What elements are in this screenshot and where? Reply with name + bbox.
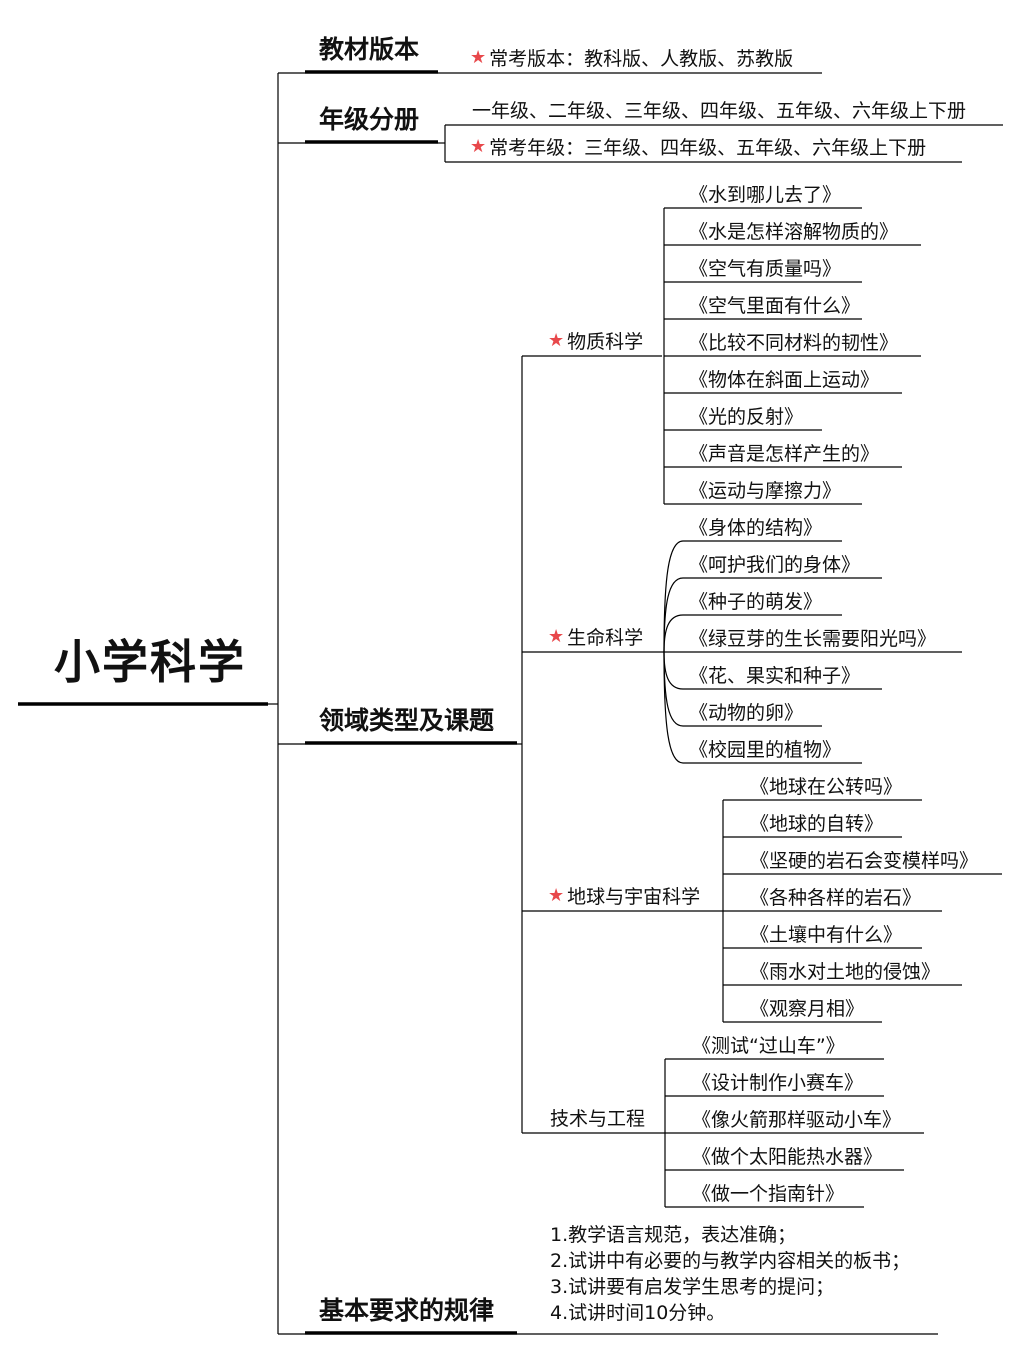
star-icon: ★: [470, 47, 487, 68]
branch-label-grades: 年级分册: [319, 105, 420, 134]
topic-item: 《做个太阳能热水器》: [692, 1146, 883, 1168]
topic-item: 《观察月相》: [750, 998, 865, 1020]
topic-item: 《各种各样的岩石》: [750, 887, 922, 909]
textbook-item: ★ 常考版本：教科版、人教版、苏教版: [470, 44, 793, 71]
topic-item: 《设计制作小赛车》: [692, 1072, 864, 1094]
category-text: 物质科学: [567, 331, 644, 353]
category-label-life: ★ 生命科学: [548, 623, 643, 650]
topic-item: 《雨水对土地的侵蚀》: [750, 961, 941, 983]
star-icon: ★: [470, 136, 487, 157]
topic-item: 《像火箭那样驱动小车》: [692, 1109, 902, 1131]
topic-item: 《土壤中有什么》: [750, 924, 903, 946]
topic-item: 《声音是怎样产生的》: [689, 443, 880, 465]
star-icon: ★: [548, 626, 565, 647]
rule-item: 1.教学语言规范，表达准确；: [550, 1224, 797, 1246]
topic-item: 《绿豆芽的生长需要阳光吗》: [689, 628, 937, 650]
topic-item: 《呵护我们的身体》: [689, 554, 861, 576]
root-title: 小学科学: [54, 635, 246, 689]
topic-item: 《做一个指南针》: [692, 1183, 845, 1205]
topic-item: 《花、果实和种子》: [689, 665, 861, 687]
topic-item: 《身体的结构》: [689, 517, 823, 539]
rule-item: 3.试讲要有启发学生思考的提问；: [550, 1276, 835, 1298]
topic-item: 《水到哪儿去了》: [689, 184, 842, 206]
topic-item: 《坚硬的岩石会变模样吗》: [750, 850, 979, 872]
textbook-item-text: 常考版本：教科版、人教版、苏教版: [489, 48, 794, 70]
star-icon: ★: [548, 330, 565, 351]
category-label-physical: ★ 物质科学: [548, 327, 643, 354]
category-label-earth: ★ 地球与宇宙科学: [548, 882, 700, 909]
topic-item: 《地球在公转吗》: [750, 776, 903, 798]
category-text: 地球与宇宙科学: [567, 886, 701, 908]
branch-label-rules: 基本要求的规律: [319, 1296, 495, 1325]
topic-item: 《校园里的植物》: [689, 739, 842, 761]
topic-item: 《比较不同材料的韧性》: [689, 332, 899, 354]
topic-item: 《空气有质量吗》: [689, 258, 842, 280]
grades-item: ★ 常考年级：三年级、四年级、五年级、六年级上下册: [470, 133, 926, 160]
topic-item: 《种子的萌发》: [689, 591, 823, 613]
topic-item: 《空气里面有什么》: [689, 295, 861, 317]
branch-label-textbook: 教材版本: [319, 35, 420, 64]
star-icon: ★: [548, 885, 565, 906]
topic-item: 《光的反射》: [689, 406, 804, 428]
category-text: 技术与工程: [550, 1108, 646, 1130]
rules-list: 1.教学语言规范，表达准确； 2.试讲中有必要的与教学内容相关的板书； 3.试讲…: [550, 1222, 910, 1326]
topic-item: 《运动与摩擦力》: [689, 480, 842, 502]
topic-item: 《测试“过山车”》: [692, 1035, 845, 1057]
category-text: 生命科学: [567, 627, 644, 649]
topic-item: 《水是怎样溶解物质的》: [689, 221, 899, 243]
category-label-tech: 技术与工程: [550, 1104, 645, 1131]
grades-item-text: 常考年级：三年级、四年级、五年级、六年级上下册: [489, 137, 927, 159]
branch-label-domains: 领域类型及课题: [319, 706, 495, 735]
rule-item: 4.试讲时间10分钟。: [550, 1302, 726, 1324]
topic-item: 《动物的卵》: [689, 702, 804, 724]
grades-item-text: 一年级、二年级、三年级、四年级、五年级、六年级上下册: [472, 100, 967, 122]
topic-item: 《物体在斜面上运动》: [689, 369, 880, 391]
topic-item: 《地球的自转》: [750, 813, 884, 835]
rule-item: 2.试讲中有必要的与教学内容相关的板书；: [550, 1250, 911, 1272]
grades-item: 一年级、二年级、三年级、四年级、五年级、六年级上下册: [472, 96, 966, 123]
